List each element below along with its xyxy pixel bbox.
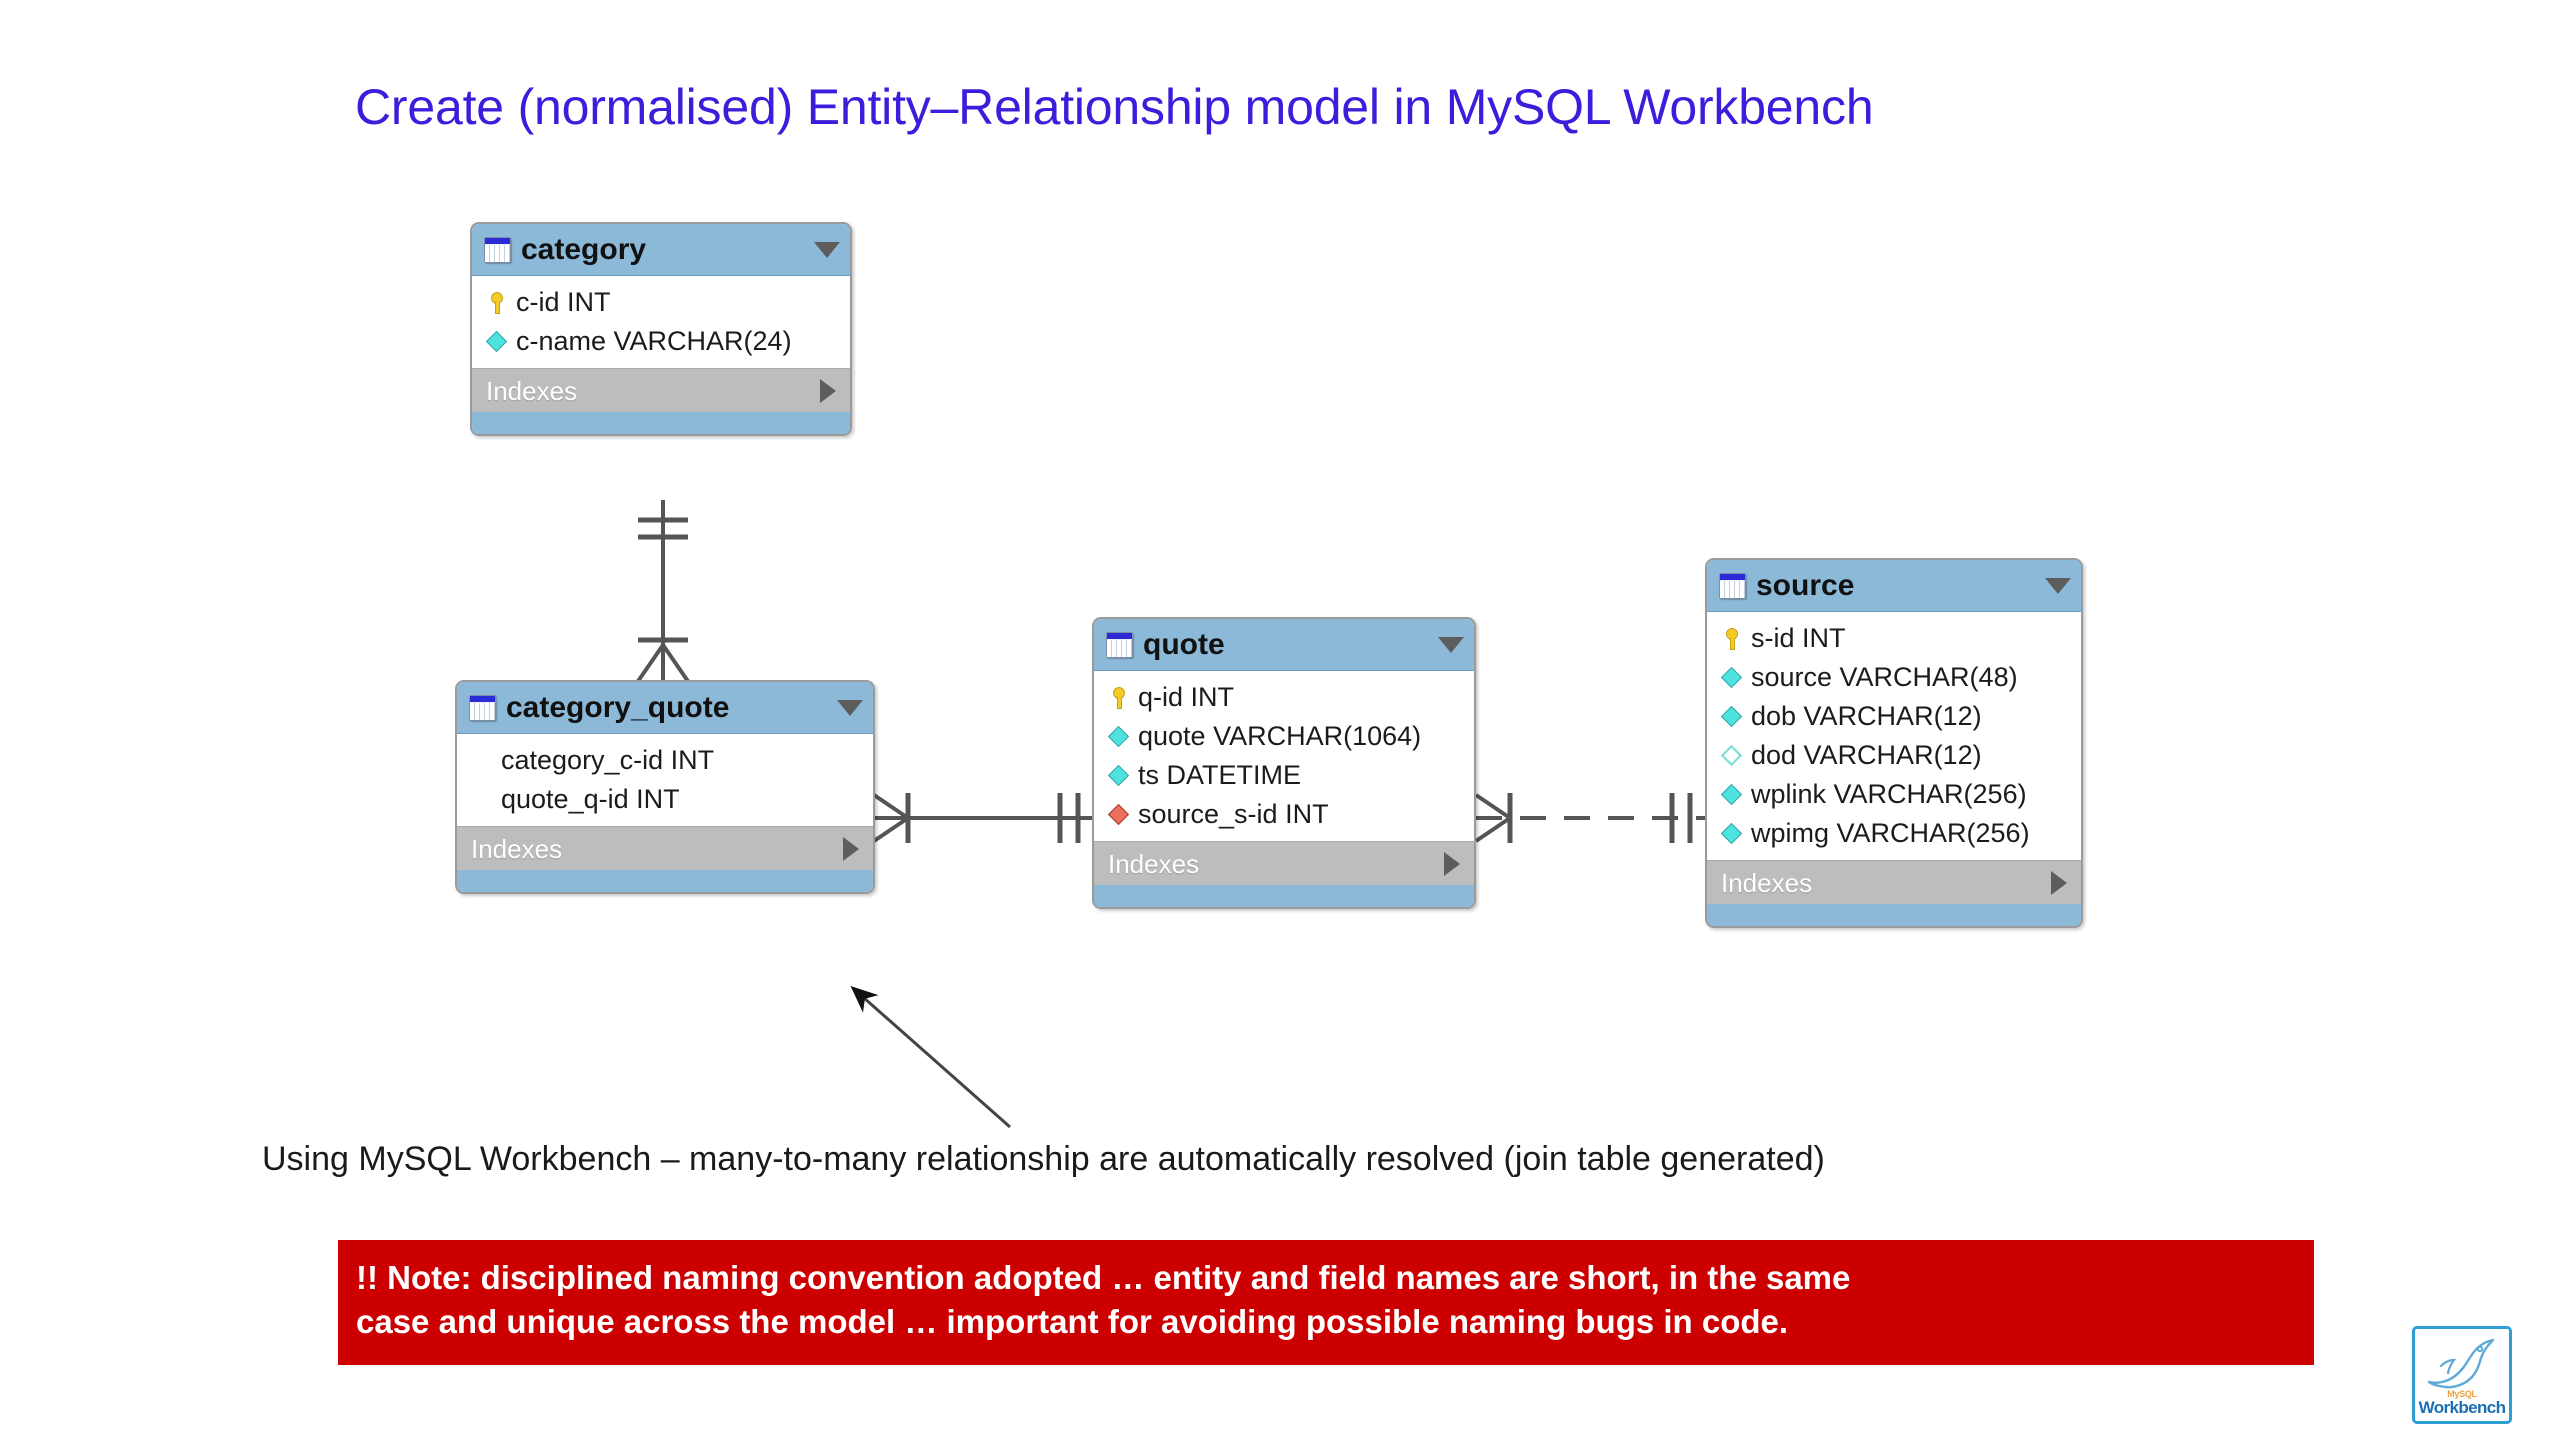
table-icon — [469, 694, 496, 721]
er-field-row[interactable]: s-id INT — [1707, 619, 2081, 658]
er-field-label: s-id INT — [1751, 623, 1846, 653]
er-table-header[interactable]: category — [472, 224, 850, 276]
er-field-row[interactable]: dod VARCHAR(12) — [1707, 736, 2081, 775]
chevron-down-icon[interactable] — [837, 699, 863, 716]
chevron-down-icon[interactable] — [1438, 636, 1464, 653]
er-table-footer — [1707, 904, 2081, 926]
column-nullable-diamond-icon — [1721, 745, 1743, 767]
column-filled-diamond-icon — [486, 331, 508, 353]
er-table-indexes-bar[interactable]: Indexes — [472, 368, 850, 412]
column-filled-diamond-icon — [1721, 823, 1743, 845]
er-field-label: quote VARCHAR(1064) — [1138, 721, 1422, 751]
column-filled-diamond-icon — [1108, 765, 1130, 787]
chevron-right-icon[interactable] — [1444, 851, 1460, 876]
er-field-row[interactable]: quote VARCHAR(1064) — [1094, 717, 1474, 756]
er-table-fields: q-id INT quote VARCHAR(1064) ts DATETIME… — [1094, 671, 1474, 841]
column-filled-diamond-icon — [1721, 784, 1743, 806]
er-table-footer — [472, 412, 850, 434]
indexes-label: Indexes — [1108, 848, 1200, 879]
relationship-quote-source — [1474, 793, 1707, 843]
er-field-label: wplink VARCHAR(256) — [1751, 779, 2027, 809]
caption-text: Using MySQL Workbench – many-to-many rel… — [262, 1140, 1825, 1178]
note-line-2: case and unique across the model … impor… — [356, 1303, 1789, 1340]
er-field-row[interactable]: source_s-id INT — [1094, 795, 1474, 834]
er-table-fields: c-id INT c-name VARCHAR(24) — [472, 276, 850, 368]
logo-mysql-text: MySQL — [2447, 1389, 2477, 1399]
er-field-label: ts DATETIME — [1138, 760, 1302, 790]
er-table-name: source — [1756, 568, 1855, 602]
page-title: Create (normalised) Entity–Relationship … — [355, 79, 1874, 135]
chevron-right-icon[interactable] — [820, 378, 836, 403]
er-field-row[interactable]: quote_q-id INT — [457, 780, 873, 819]
chevron-down-icon[interactable] — [814, 241, 840, 258]
er-table-footer — [457, 870, 873, 892]
er-table-category[interactable]: category c-id INT c-name VARCHAR(24) Ind… — [470, 222, 852, 436]
er-field-row[interactable]: wplink VARCHAR(256) — [1707, 775, 2081, 814]
er-table-category-quote[interactable]: category_quote category_c-id INT quote_q… — [455, 680, 875, 894]
er-field-label: category_c-id INT — [501, 745, 715, 775]
column-filled-diamond-icon — [1721, 667, 1743, 689]
er-field-row[interactable]: category_c-id INT — [457, 741, 873, 780]
chevron-right-icon[interactable] — [2051, 870, 2067, 895]
chevron-right-icon[interactable] — [843, 836, 859, 861]
no-key-icon — [471, 789, 493, 811]
er-table-indexes-bar[interactable]: Indexes — [457, 826, 873, 870]
er-field-row[interactable]: c-name VARCHAR(24) — [472, 322, 850, 361]
mysql-workbench-logo: MySQL Workbench — [2412, 1326, 2512, 1424]
note-banner: !! Note: disciplined naming convention a… — [338, 1240, 2314, 1365]
table-icon — [1719, 572, 1746, 599]
er-table-indexes-bar[interactable]: Indexes — [1094, 841, 1474, 885]
indexes-label: Indexes — [471, 833, 563, 864]
er-table-footer — [1094, 885, 1474, 907]
chevron-down-icon[interactable] — [2045, 577, 2071, 594]
er-table-fields: category_c-id INT quote_q-id INT — [457, 734, 873, 826]
relationship-category_quote-quote — [872, 793, 1094, 843]
er-field-row[interactable]: source VARCHAR(48) — [1707, 658, 2081, 697]
note-line-1: !! Note: disciplined naming convention a… — [356, 1259, 1851, 1296]
table-icon — [484, 236, 511, 263]
primary-key-icon — [1721, 627, 1743, 650]
er-table-header[interactable]: quote — [1094, 619, 1474, 671]
table-icon — [1106, 631, 1133, 658]
er-field-row[interactable]: q-id INT — [1094, 678, 1474, 717]
indexes-label: Indexes — [486, 375, 578, 406]
er-table-indexes-bar[interactable]: Indexes — [1707, 860, 2081, 904]
primary-key-icon — [1108, 686, 1130, 709]
column-filled-diamond-icon — [1721, 706, 1743, 728]
er-table-header[interactable]: source — [1707, 560, 2081, 612]
er-field-label: source_s-id INT — [1138, 799, 1329, 829]
er-table-name: category_quote — [506, 690, 730, 724]
logo-text: MySQL Workbench — [2415, 1389, 2509, 1417]
foreign-key-diamond-icon — [1108, 804, 1130, 826]
er-table-name: quote — [1143, 627, 1225, 661]
column-filled-diamond-icon — [1108, 726, 1130, 748]
er-field-row[interactable]: wpimg VARCHAR(256) — [1707, 814, 2081, 853]
logo-workbench-text: Workbench — [2418, 1398, 2506, 1417]
er-field-label: quote_q-id INT — [501, 784, 680, 814]
primary-key-icon — [486, 291, 508, 314]
er-field-label: source VARCHAR(48) — [1751, 662, 2018, 692]
er-table-source[interactable]: source s-id INT source VARCHAR(48) dob V… — [1705, 558, 2083, 928]
er-field-label: q-id INT — [1138, 682, 1235, 712]
er-field-row[interactable]: ts DATETIME — [1094, 756, 1474, 795]
er-field-row[interactable]: dob VARCHAR(12) — [1707, 697, 2081, 736]
er-table-header[interactable]: category_quote — [457, 682, 873, 734]
relationship-category-category_quote — [630, 500, 696, 692]
no-key-icon — [471, 750, 493, 772]
er-field-label: dob VARCHAR(12) — [1751, 701, 1982, 731]
indexes-label: Indexes — [1721, 867, 1813, 898]
dolphin-icon — [2427, 1338, 2495, 1389]
er-table-name: category — [521, 232, 647, 266]
er-table-quote[interactable]: quote q-id INT quote VARCHAR(1064) ts DA… — [1092, 617, 1476, 909]
er-field-label: c-name VARCHAR(24) — [516, 326, 792, 356]
er-field-label: c-id INT — [516, 287, 611, 317]
er-field-label: wpimg VARCHAR(256) — [1751, 818, 2030, 848]
er-table-fields: s-id INT source VARCHAR(48) dob VARCHAR(… — [1707, 612, 2081, 860]
er-field-row[interactable]: c-id INT — [472, 283, 850, 322]
er-field-label: dod VARCHAR(12) — [1751, 740, 1982, 770]
